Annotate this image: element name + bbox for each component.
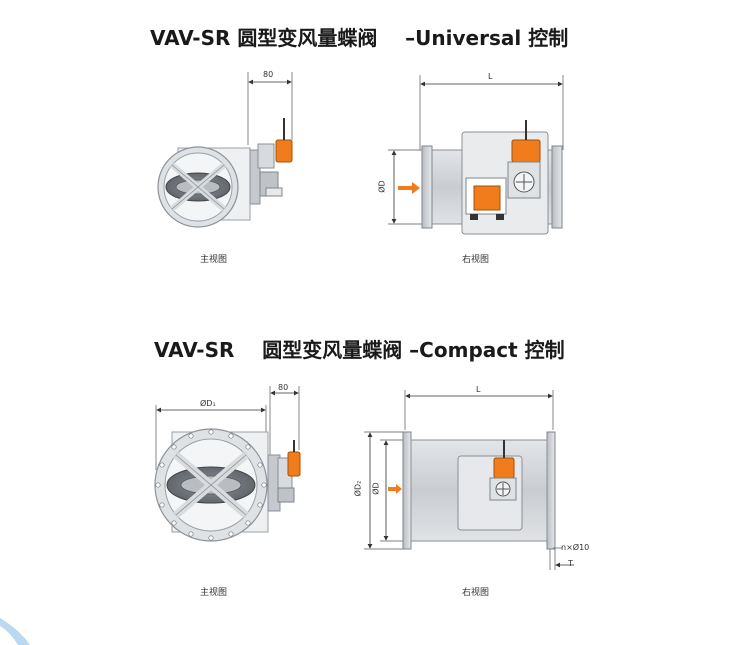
front-view-caption-2: 主视图 (200, 588, 228, 598)
front-view-1 (157, 72, 293, 228)
dim-80-section1: 80 (263, 70, 274, 79)
dim-D1-section2: ØD₁ (200, 399, 216, 408)
decorative-wave (0, 618, 30, 645)
side-view-1 (388, 75, 564, 235)
dim-L-section2: L (476, 385, 481, 394)
dim-T-section2: T (568, 559, 573, 568)
front-view-caption-1: 主视图 (200, 255, 228, 265)
side-view-2 (364, 390, 574, 570)
section2-title: VAV-SR 圆型变风量蝶阀 –Compact 控制 (154, 338, 565, 362)
section1-title: VAV-SR 圆型变风量蝶阀 –Universal 控制 (150, 26, 569, 50)
dim-D-section1: ØD (377, 180, 387, 193)
side-view-caption-1: 右视图 (462, 255, 490, 265)
side-view-caption-2: 右视图 (462, 588, 490, 598)
dim-D2-section2: ØD₂ (353, 480, 363, 497)
front-view-2 (154, 386, 301, 542)
dim-D-section2: ØD (371, 482, 381, 495)
dim-80-section2: 80 (278, 383, 289, 392)
bolt-holes (155, 429, 267, 541)
dim-L-section1: L (488, 72, 493, 81)
dim-holes-section2: n×Ø10 (561, 543, 590, 552)
